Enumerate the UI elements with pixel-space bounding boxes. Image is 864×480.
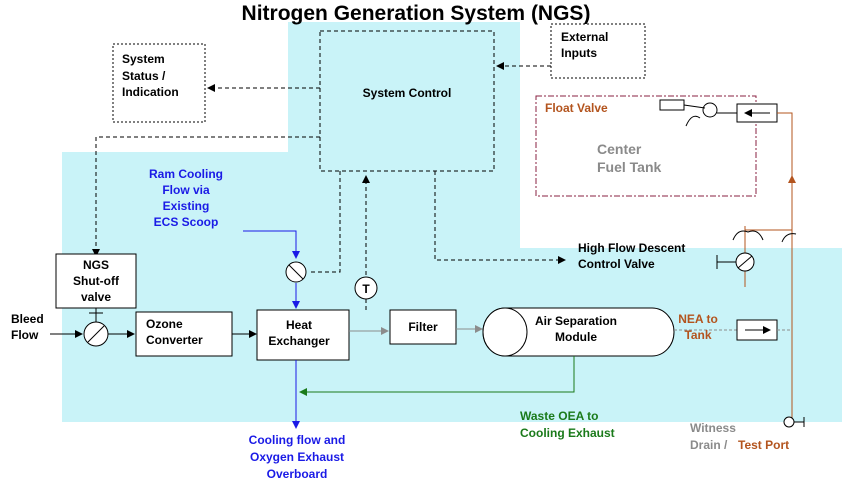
svg-text:System: System xyxy=(122,52,165,66)
air-separation-module: Air Separation Module xyxy=(482,307,675,357)
svg-text:Flow via: Flow via xyxy=(162,183,210,197)
svg-text:Existing: Existing xyxy=(163,199,210,213)
witness-label: Witness xyxy=(690,421,736,435)
system-status-box: System Status / Indication xyxy=(112,43,206,123)
svg-text:Fuel Tank: Fuel Tank xyxy=(597,159,662,175)
svg-text:Indication: Indication xyxy=(122,85,179,99)
svg-text:Ram Cooling: Ram Cooling xyxy=(149,167,223,181)
svg-text:Air Separation: Air Separation xyxy=(535,314,617,328)
svg-text:T: T xyxy=(362,282,370,296)
bleed-flow-label: Bleed xyxy=(11,312,44,326)
waste-oea-flow xyxy=(299,356,575,396)
svg-text:Tank: Tank xyxy=(684,328,711,342)
float-valve-icon xyxy=(659,99,778,127)
cooling-overboard-label: Cooling flow and xyxy=(249,433,346,447)
ram-valve-icon xyxy=(285,261,307,283)
svg-text:ECS Scoop: ECS Scoop xyxy=(154,215,219,229)
svg-text:Filter: Filter xyxy=(408,320,438,334)
waste-oea-label: Waste OEA to xyxy=(520,409,598,423)
external-inputs-box: External Inputs xyxy=(550,23,646,79)
svg-text:System Control: System Control xyxy=(363,86,452,100)
shutoff-valve-icon xyxy=(83,308,109,347)
svg-text:Heat: Heat xyxy=(286,318,312,332)
nea-to-tank-label: NEA to xyxy=(678,312,718,326)
ngs-shutoff-box: NGS Shut-off valve xyxy=(55,253,137,309)
svg-text:External: External xyxy=(561,30,608,44)
float-valve-label: Float Valve xyxy=(545,101,608,115)
heat-exchanger-box: Heat Exchanger xyxy=(256,309,350,361)
svg-text:Shut-off: Shut-off xyxy=(73,274,120,288)
svg-text:Ozone: Ozone xyxy=(146,317,183,331)
svg-text:Converter: Converter xyxy=(146,333,203,347)
svg-text:Flow: Flow xyxy=(11,328,39,342)
svg-text:Control Valve: Control Valve xyxy=(578,257,655,271)
high-flow-valve-icon xyxy=(716,230,797,272)
svg-text:Module: Module xyxy=(555,330,597,344)
high-flow-valve-label: High Flow Descent xyxy=(578,241,685,255)
test-port-icon xyxy=(783,416,805,428)
check-valve-icon xyxy=(736,319,792,341)
ram-cooling-flow xyxy=(243,230,300,259)
ozone-converter-box: Ozone Converter xyxy=(135,311,233,357)
svg-text:Inputs: Inputs xyxy=(561,46,597,60)
svg-text:Cooling Exhaust: Cooling Exhaust xyxy=(520,426,615,440)
drain-label: Drain / xyxy=(690,438,728,452)
svg-text:valve: valve xyxy=(81,290,111,304)
svg-text:Center: Center xyxy=(597,141,642,157)
svg-text:Oxygen Exhaust: Oxygen Exhaust xyxy=(250,450,344,464)
diagram-title: Nitrogen Generation System (NGS) xyxy=(242,2,591,25)
svg-text:Exchanger: Exchanger xyxy=(268,334,330,348)
svg-text:Overboard: Overboard xyxy=(267,467,328,480)
system-control-box: System Control xyxy=(319,30,495,172)
svg-text:NGS: NGS xyxy=(83,258,109,272)
filter-box: Filter xyxy=(389,309,457,345)
center-fuel-tank: Float Valve Center Fuel Tank xyxy=(535,95,757,197)
ram-cooling-label: Ram Cooling Flow via Existing ECS Scoop xyxy=(149,167,223,229)
test-port-label: Test Port xyxy=(738,438,789,452)
svg-text:Status /: Status / xyxy=(122,69,166,83)
temperature-sensor-icon: T xyxy=(354,276,378,300)
